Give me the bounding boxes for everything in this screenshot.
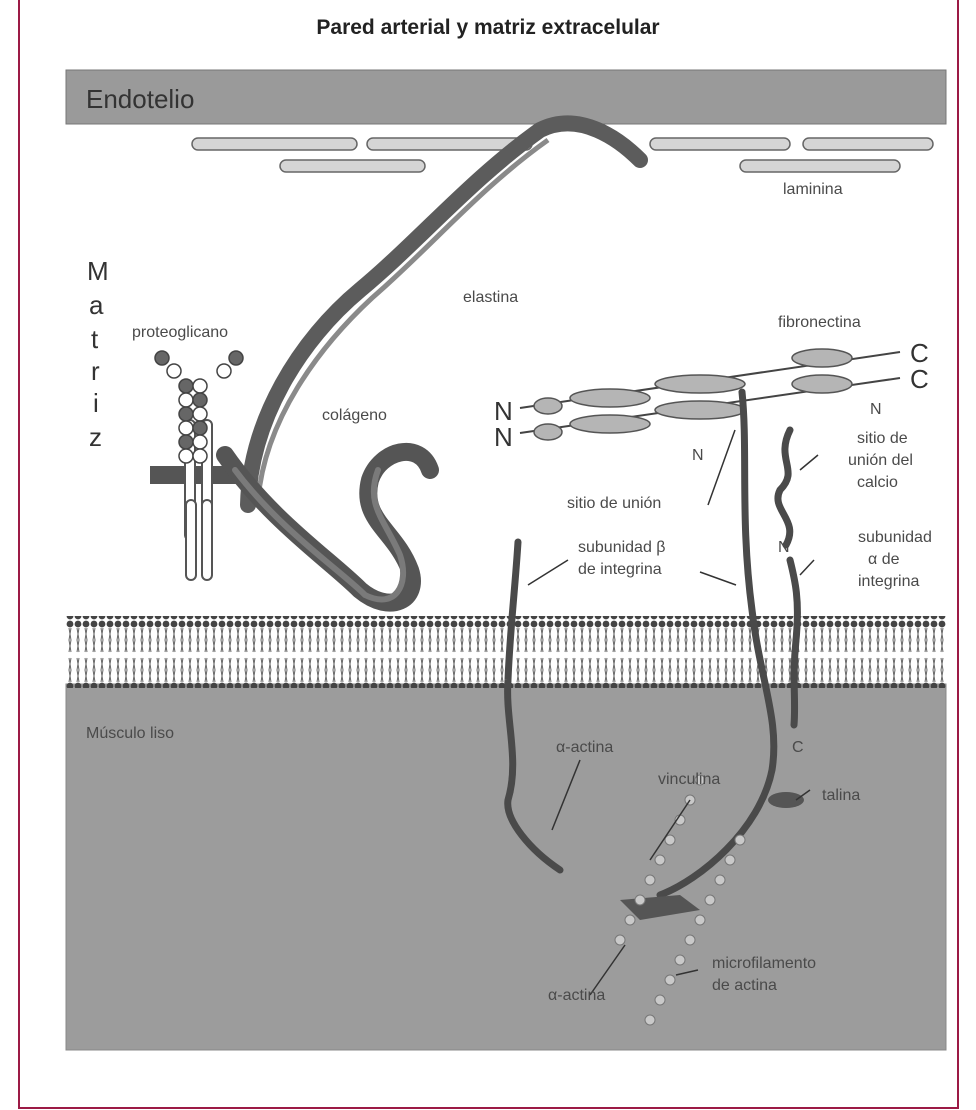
svg-text:microfilamento: microfilamento [712, 955, 816, 972]
svg-text:subunidad β: subunidad β [578, 539, 666, 556]
calcium-site-label: sitio de unión del calcio [848, 430, 913, 491]
svg-text:i: i [93, 388, 99, 418]
beta-subunit-label: subunidad β de integrina [578, 539, 666, 578]
alpha-actinin-bottom-label: α-actina [548, 987, 605, 1004]
laminin-label: laminina [783, 181, 843, 198]
c-alpha-terminal: C [792, 739, 804, 756]
svg-text:integrina: integrina [858, 573, 919, 590]
n-terminal-2: N [494, 422, 513, 452]
n-beta-terminal: N [692, 447, 704, 464]
smooth-muscle-label: Músculo liso [86, 725, 174, 742]
svg-text:sitio de: sitio de [857, 430, 908, 447]
matrix-label: M a t r i z [87, 256, 109, 452]
fibronectin-dimer [520, 349, 900, 440]
svg-text:M: M [87, 256, 109, 286]
svg-text:de integrina: de integrina [578, 561, 662, 578]
n-alpha-terminal: N [778, 539, 790, 556]
svg-text:de actina: de actina [712, 977, 777, 994]
endothelium-layer [66, 70, 946, 124]
svg-text:r: r [91, 356, 100, 386]
endothelium-label: Endotelio [86, 84, 194, 114]
collagen-label: colágeno [322, 407, 387, 424]
svg-text:a: a [89, 290, 104, 320]
svg-text:unión del: unión del [848, 452, 913, 469]
laminin-strands [192, 138, 933, 172]
smooth-muscle-region [66, 684, 946, 1050]
elastin-fiber [248, 123, 640, 505]
talin [768, 792, 804, 808]
elastin-label: elastina [463, 289, 518, 306]
vinculin-label: vinculina [658, 771, 720, 788]
n-calcium-terminal: N [870, 401, 882, 418]
svg-text:α de: α de [868, 551, 900, 568]
alpha-actinin-top-label: α-actina [556, 739, 613, 756]
fibronectin-label: fibronectina [778, 314, 861, 331]
svg-text:calcio: calcio [857, 474, 898, 491]
talin-label: talina [822, 787, 860, 804]
alpha-subunit-label: subunidad α de integrina [858, 529, 932, 590]
svg-text:subunidad: subunidad [858, 529, 932, 546]
proteoglycan-label: proteoglicano [132, 324, 228, 341]
c-terminal-2: C [910, 364, 929, 394]
binding-site-label: sitio de unión [567, 495, 661, 512]
svg-text:z: z [89, 422, 102, 452]
svg-text:t: t [91, 324, 99, 354]
